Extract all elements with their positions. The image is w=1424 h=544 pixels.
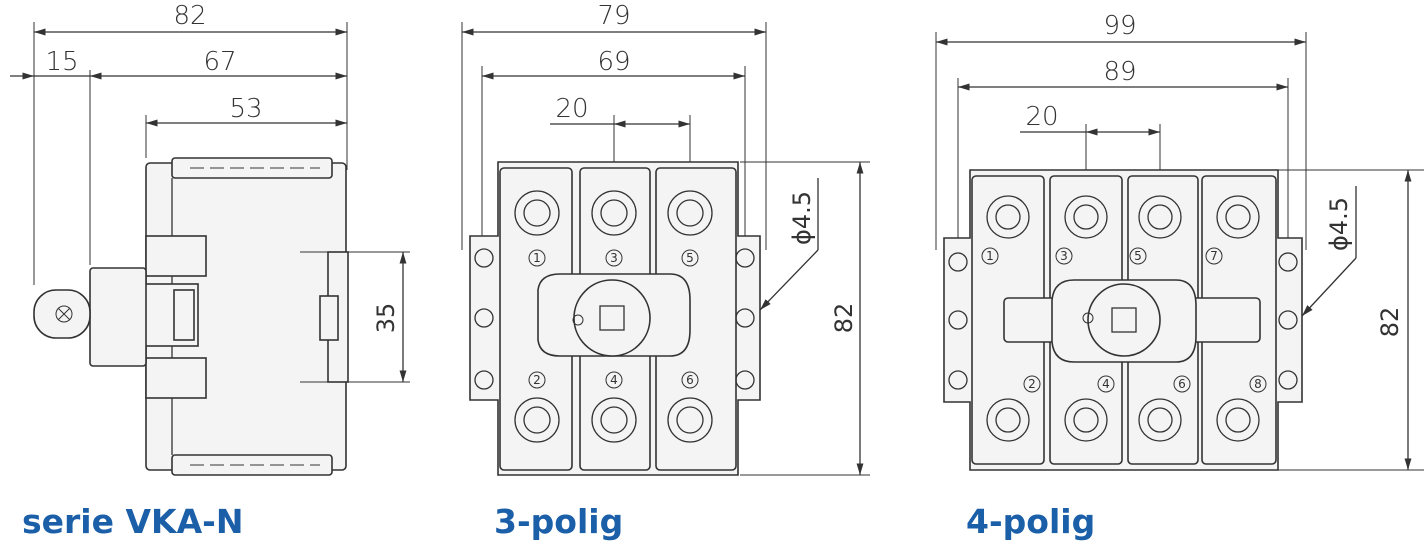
dimension-4p-pitch: 20 [1020, 102, 1160, 136]
terminal-3: 3 [1060, 249, 1068, 263]
caption-four-pole: 4-polig [966, 502, 1096, 541]
three-pole-front-view: 79 69 20 82 ϕ4.5 [461, 1, 870, 476]
dimension-overall-length: 82 [34, 1, 347, 36]
dimension-3p-width-holes: 69 [482, 47, 745, 80]
terminal-4: 4 [610, 373, 618, 387]
dimension-label-rail: 35 [372, 303, 400, 334]
terminal-labels-3p-top: 1 3 5 [528, 249, 699, 267]
terminal-6: 6 [1178, 377, 1186, 391]
dimension-body: 53 [146, 94, 347, 127]
dimension-label-overall: 82 [173, 1, 206, 31]
terminal-7: 7 [1210, 249, 1218, 263]
dimension-3p-height: 82 [830, 162, 864, 475]
side-view: 82 15 67 53 [10, 1, 410, 476]
dimension-4p-width-holes: 89 [958, 57, 1288, 91]
dimension-label-depth: 67 [203, 47, 236, 77]
dimension-shaft-length: 15 [10, 47, 90, 80]
dimension-label-shaft: 15 [45, 47, 78, 77]
dimension-3p-width-outer: 79 [462, 1, 766, 36]
dimension-label-3p-holes: 69 [597, 47, 630, 77]
terminal-1: 1 [533, 251, 541, 265]
dimension-3p-pitch: 20 [550, 94, 690, 128]
terminal-4: 4 [1102, 377, 1110, 391]
dimension-label-3p-height: 82 [830, 303, 858, 334]
dimension-4p-height: 82 [1376, 170, 1412, 470]
dimension-4p-width-outer: 99 [936, 11, 1306, 46]
dimension-4p-hole: ϕ4.5 [1301, 186, 1357, 317]
terminal-2: 2 [533, 373, 541, 387]
dimension-label-body: 53 [229, 94, 262, 124]
dimension-depth: 67 [90, 47, 347, 80]
terminal-2: 2 [1028, 377, 1036, 391]
dimension-label-4p-pitch: 20 [1025, 102, 1058, 132]
terminal-6: 6 [686, 373, 694, 387]
dimension-label-3p-outer: 79 [597, 1, 630, 31]
terminal-5: 5 [686, 251, 694, 265]
terminal-8: 8 [1254, 377, 1262, 391]
dimension-3p-hole: ϕ4.5 [759, 178, 819, 311]
dimension-rail-height: 35 [372, 252, 407, 382]
dimension-label-4p-outer: 99 [1103, 11, 1136, 41]
terminal-1: 1 [986, 249, 994, 263]
terminal-3: 3 [610, 251, 618, 265]
terminal-5: 5 [1134, 249, 1142, 263]
terminal-labels-4p-top: 1 3 5 7 [981, 247, 1223, 265]
caption-three-pole: 3-polig [494, 502, 624, 541]
four-pole-front-view: 99 89 20 82 ϕ4.5 [935, 11, 1424, 471]
dimension-label-4p-hole: ϕ4.5 [1325, 197, 1353, 251]
terminal-labels-4p-bottom: 2 4 6 8 [1023, 375, 1267, 393]
dimension-label-4p-holes: 89 [1103, 57, 1136, 87]
dimension-label-3p-pitch: 20 [555, 94, 588, 124]
dimension-label-4p-height: 82 [1376, 307, 1404, 338]
terminal-labels-3p-bottom: 2 4 6 [528, 371, 699, 389]
dimension-label-3p-hole: ϕ4.5 [788, 191, 816, 245]
caption-side-view: serie VKA-N [22, 502, 244, 541]
